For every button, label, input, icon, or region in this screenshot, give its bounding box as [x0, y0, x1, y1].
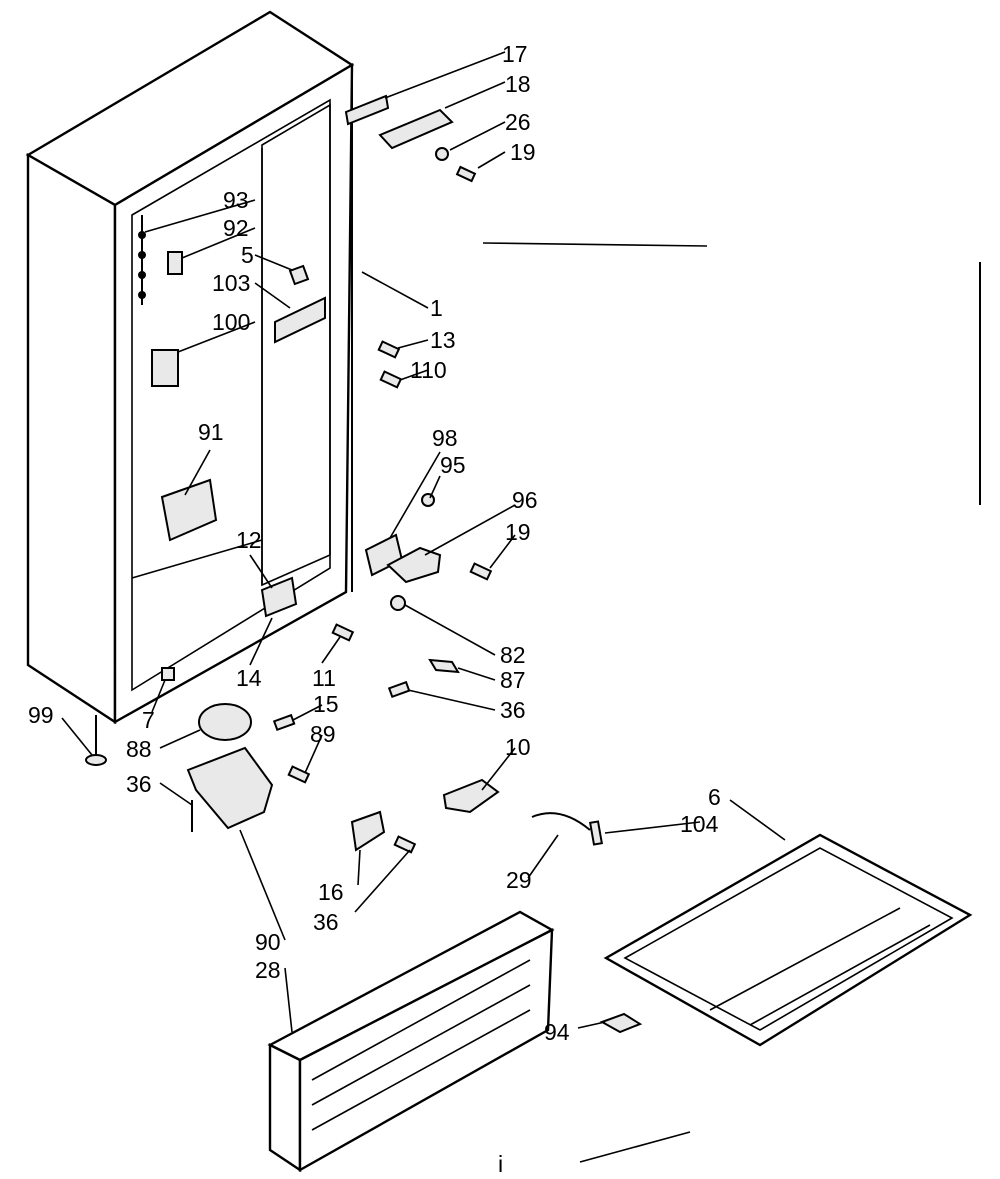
- label-5: 5: [241, 242, 254, 268]
- grille-28: [267, 910, 555, 1173]
- label-98: 98: [432, 425, 458, 451]
- label-99: 99: [28, 702, 54, 728]
- screw-19a: [455, 165, 477, 183]
- nut-95: [421, 493, 435, 507]
- cap-7: [161, 667, 175, 681]
- label-13: 13: [430, 327, 456, 353]
- plate-103: [274, 296, 326, 344]
- block-5: [288, 264, 310, 286]
- label-36-mid: 36: [313, 909, 339, 935]
- label-6: 6: [708, 784, 721, 810]
- label-10: 10: [505, 734, 531, 760]
- screw-110: [379, 370, 403, 389]
- label-89: 89: [310, 721, 336, 747]
- label-19-lower: 19: [505, 519, 531, 545]
- clip-94: [599, 1012, 643, 1034]
- label-96: 96: [512, 487, 538, 513]
- label-11: 11: [312, 665, 336, 691]
- label-94: 94: [544, 1019, 570, 1045]
- handle-10: [442, 778, 500, 814]
- label-110: 110: [410, 357, 447, 383]
- label-87: 87: [500, 667, 526, 693]
- label-12: 12: [236, 527, 262, 553]
- door-rail-93: [138, 215, 146, 305]
- label-104: 104: [680, 811, 719, 837]
- label-100: 100: [212, 309, 250, 335]
- drain-pan-6: [603, 833, 973, 1047]
- screw-104: [588, 820, 604, 846]
- label-95: 95: [440, 452, 466, 478]
- washer-26: [435, 147, 449, 161]
- screw-36a: [387, 680, 411, 699]
- clip-92: [167, 251, 183, 275]
- bushing-82: [390, 595, 406, 611]
- label-88: 88: [126, 736, 152, 762]
- bracket-16: [350, 810, 386, 852]
- motor-assembly: [186, 703, 274, 832]
- screw-13: [377, 340, 401, 359]
- label-16: 16: [318, 879, 344, 905]
- screw-15: [272, 713, 296, 732]
- scan-mark: [579, 1131, 691, 1163]
- label-18: 18: [505, 71, 531, 97]
- hinge-96: [386, 546, 442, 584]
- label-92: 92: [223, 215, 249, 241]
- screw-19b: [469, 562, 493, 581]
- label-93: 93: [223, 187, 249, 213]
- label-90: 90: [255, 929, 281, 955]
- label-91: 91: [198, 419, 224, 445]
- label-103: 103: [212, 270, 250, 296]
- label-19-top: 19: [510, 139, 536, 165]
- label-7: 7: [142, 707, 155, 733]
- label-15: 15: [313, 691, 339, 717]
- label-28: 28: [255, 957, 281, 983]
- screw-36c: [393, 835, 417, 854]
- label-14: 14: [236, 665, 262, 691]
- hinge-12: [260, 576, 298, 618]
- wire-29: [531, 812, 591, 831]
- part-17: [344, 94, 390, 126]
- clip-87: [428, 658, 460, 674]
- label-36-left: 36: [126, 771, 152, 797]
- top-hinge-18: [378, 108, 454, 150]
- label-1: 1: [430, 295, 443, 321]
- label-17: 17: [502, 41, 528, 67]
- screw-89: [287, 765, 311, 784]
- label-26: 26: [505, 109, 531, 135]
- screw-11: [331, 623, 355, 642]
- label-29: 29: [506, 867, 532, 893]
- hinge-91: [160, 478, 218, 542]
- door-panel: [25, 10, 355, 725]
- leader-lines: [61, 51, 786, 1033]
- bracket-100: [151, 349, 179, 387]
- label-i: i: [498, 1151, 503, 1177]
- label-36-right: 36: [500, 697, 526, 723]
- label-82: 82: [500, 642, 526, 668]
- leveler-99: [85, 715, 107, 766]
- scan-mark: [482, 242, 708, 247]
